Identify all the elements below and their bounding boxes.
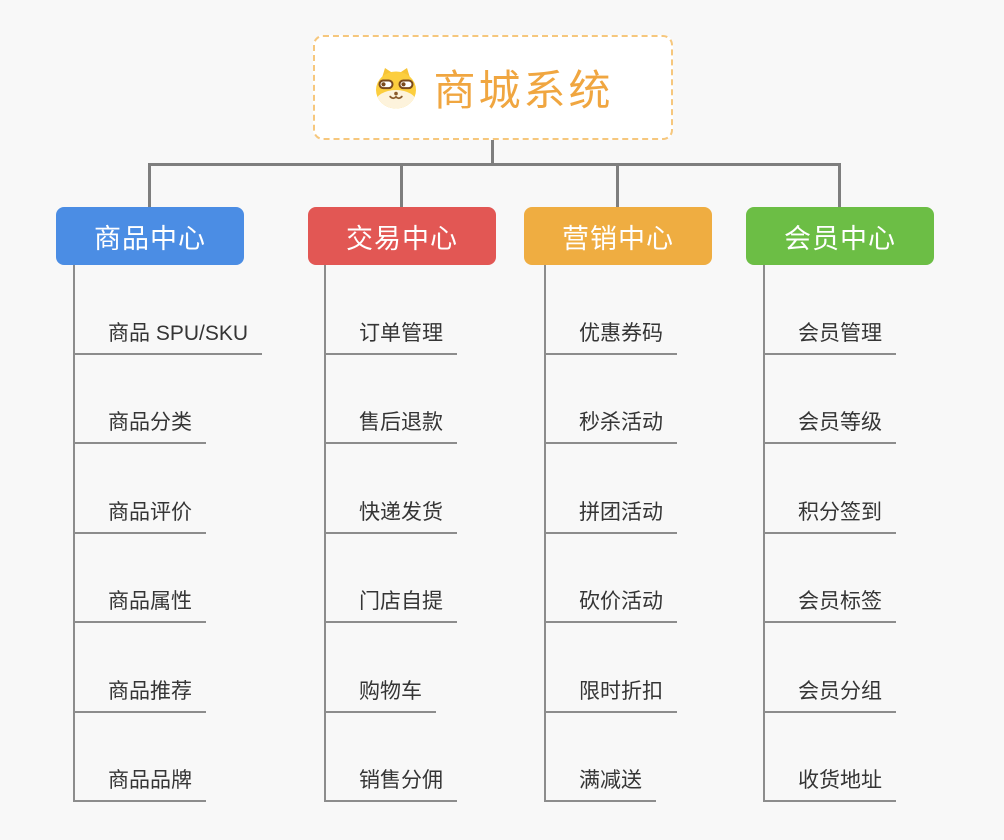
branch-label: 交易中心: [346, 223, 458, 254]
branch-children-marketing-center: 优惠券码 秒杀活动 拼团活动 砍价活动 限时折扣 满减送: [544, 265, 786, 802]
connector-root-drop: [491, 138, 494, 164]
branch-children-member-center: 会员管理 会员等级 积分签到 会员标签 会员分组 收货地址: [763, 265, 1004, 802]
connector-drop-trade: [400, 166, 403, 208]
connector-bus: [148, 163, 841, 166]
branch-node-member-center[interactable]: 会员中心: [746, 207, 934, 265]
leaf-node[interactable]: 积分签到: [765, 501, 896, 534]
leaf-node[interactable]: 拼团活动: [546, 501, 677, 534]
leaf-node[interactable]: 商品 SPU/SKU: [75, 322, 263, 355]
leaf-node[interactable]: 砍价活动: [546, 590, 677, 623]
leaf-node[interactable]: 商品属性: [75, 590, 206, 623]
leaf-node[interactable]: 订单管理: [326, 322, 457, 355]
root-title: 商城系统: [433, 67, 614, 114]
leaf-node[interactable]: 收货地址: [765, 769, 896, 802]
leaf-node[interactable]: 秒杀活动: [546, 411, 677, 444]
leaf-node[interactable]: 门店自提: [326, 590, 457, 623]
leaf-node[interactable]: 商品分类: [75, 411, 206, 444]
leaf-node[interactable]: 满减送: [546, 769, 656, 802]
root-node[interactable]: 商城系统: [313, 35, 673, 140]
leaf-node[interactable]: 快递发货: [326, 501, 457, 534]
connector-drop-product: [148, 166, 151, 208]
leaf-node[interactable]: 会员分组: [765, 680, 896, 713]
branch-node-product-center[interactable]: 商品中心: [56, 207, 244, 265]
branch-label: 会员中心: [784, 223, 896, 254]
branch-children-trade-center: 订单管理 售后退款 快递发货 门店自提 购物车 销售分佣: [324, 265, 566, 802]
connector-drop-member: [838, 166, 841, 208]
leaf-node[interactable]: 商品品牌: [75, 769, 206, 802]
leaf-node[interactable]: 优惠券码: [546, 322, 677, 355]
leaf-node[interactable]: 售后退款: [326, 411, 457, 444]
leaf-node[interactable]: 销售分佣: [326, 769, 457, 802]
leaf-node[interactable]: 限时折扣: [546, 680, 677, 713]
branch-label: 营销中心: [562, 223, 674, 254]
branch-children-product-center: 商品 SPU/SKU 商品分类 商品评价 商品属性 商品推荐 商品品牌: [73, 265, 315, 802]
shiba-dog-icon: [372, 66, 420, 110]
leaf-node[interactable]: 会员标签: [765, 590, 896, 623]
branch-node-trade-center[interactable]: 交易中心: [308, 207, 496, 265]
leaf-node[interactable]: 商品推荐: [75, 680, 206, 713]
leaf-node[interactable]: 会员管理: [765, 322, 896, 355]
branch-node-marketing-center[interactable]: 营销中心: [524, 207, 712, 265]
leaf-node[interactable]: 会员等级: [765, 411, 896, 444]
leaf-node[interactable]: 商品评价: [75, 501, 206, 534]
connector-drop-marketing: [616, 166, 619, 208]
branch-label: 商品中心: [94, 223, 206, 254]
leaf-node[interactable]: 购物车: [326, 680, 436, 713]
